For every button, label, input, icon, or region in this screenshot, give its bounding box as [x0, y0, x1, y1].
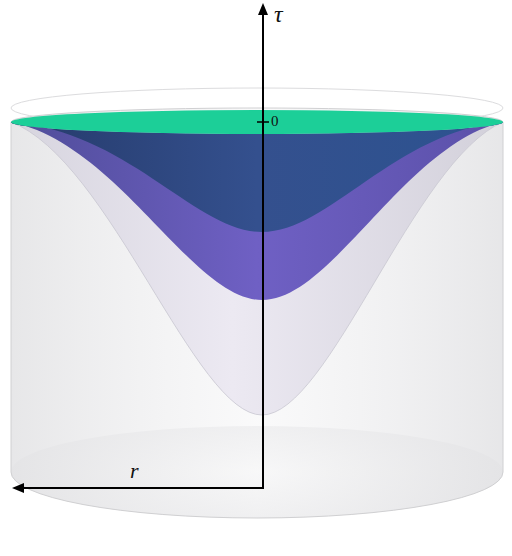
inner-surface: [11, 122, 503, 232]
tau-axis: [262, 12, 264, 489]
r-axis: [22, 487, 263, 489]
tick-mark: [257, 121, 269, 123]
outer-surface: [11, 122, 503, 415]
axis-label: r: [130, 460, 139, 482]
axis-label: τ: [274, 2, 283, 26]
axis-arrowhead: [12, 483, 24, 493]
cylinder-wall: [11, 108, 503, 518]
middle-surface: [11, 122, 503, 300]
tick-label: 0: [271, 114, 279, 129]
boundary-disk: [11, 110, 503, 134]
axis-arrowhead: [258, 3, 268, 15]
